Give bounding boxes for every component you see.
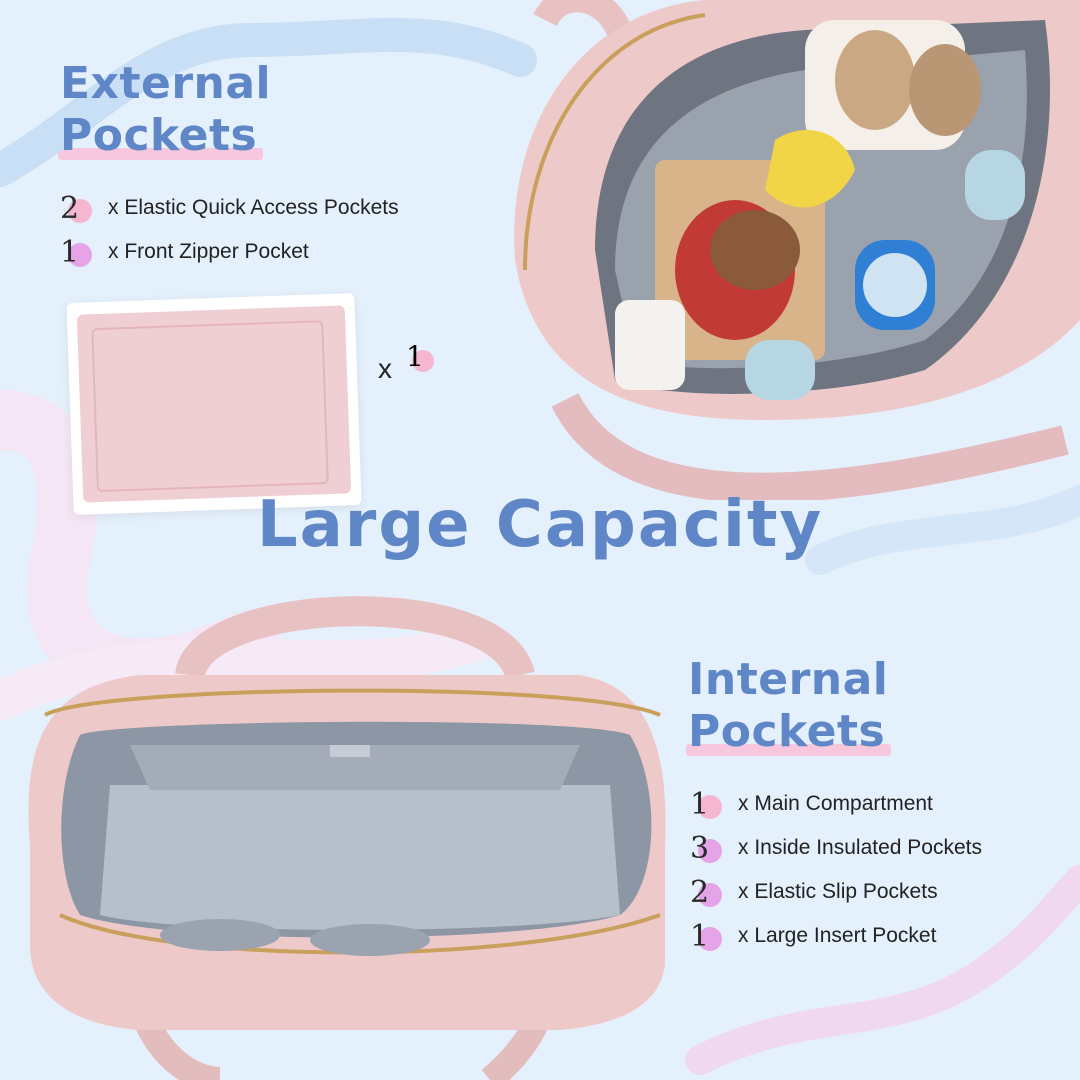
external-title-line1: External: [60, 58, 272, 109]
list-item: 3 x Inside Insulated Pockets: [690, 826, 982, 870]
external-title-line2: Pockets: [57, 110, 264, 161]
list-item: 1 x Main Compartment: [690, 782, 982, 826]
list-item: 1 x Front Zipper Pocket: [60, 230, 399, 274]
external-pockets-list: 2 x Elastic Quick Access Pockets 1 x Fro…: [60, 186, 399, 274]
item-label: x Elastic Slip Pockets: [738, 880, 938, 903]
multiply-sign: x: [378, 353, 392, 384]
internal-title-line2: Pockets: [685, 706, 892, 757]
item-count: 2: [690, 875, 738, 910]
item-label: x Elastic Quick Access Pockets: [108, 196, 399, 219]
item-count: 2: [60, 191, 108, 226]
open-bag-interior-image: [28, 596, 666, 1080]
internal-title-line1: Internal: [688, 654, 889, 705]
item-label: x Front Zipper Pocket: [108, 240, 309, 263]
list-item: 1 x Large Insert Pocket: [690, 914, 982, 958]
item-count: 3: [690, 831, 738, 866]
external-pockets-title: External Pockets: [57, 58, 272, 162]
changing-pad-count: 1: [406, 340, 434, 373]
list-item: 2 x Elastic Quick Access Pockets: [60, 186, 399, 230]
headline: Large Capacity: [256, 488, 824, 562]
item-count: 1: [60, 235, 108, 270]
internal-pockets-list: 1 x Main Compartment 3 x Inside Insulate…: [690, 782, 982, 958]
item-label: x Inside Insulated Pockets: [738, 836, 982, 859]
item-count: 1: [690, 787, 738, 822]
list-item: 2 x Elastic Slip Pockets: [690, 870, 982, 914]
item-label: x Large Insert Pocket: [738, 924, 937, 947]
item-count: 1: [690, 919, 738, 954]
item-label: x Main Compartment: [738, 792, 933, 815]
changing-pad-image: [66, 293, 362, 515]
open-bag-with-items-image: [514, 0, 1080, 500]
internal-pockets-title: Internal Pockets: [685, 654, 892, 758]
